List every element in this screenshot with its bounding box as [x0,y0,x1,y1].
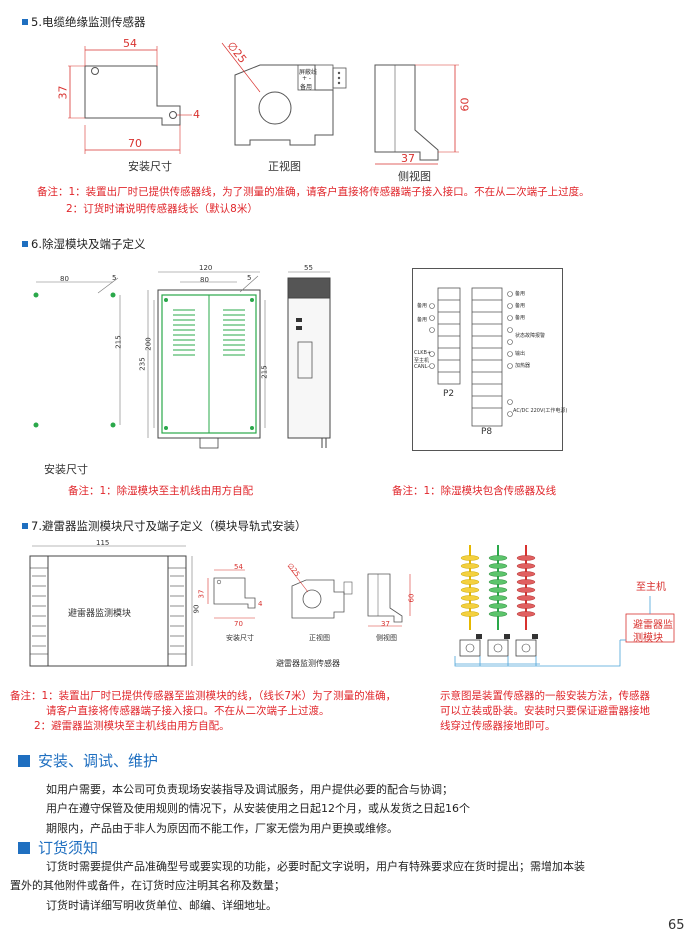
order-line-2: 置外的其他附件或备件，在订货时应注明其名称及数量； [10,879,285,892]
install-line-1: 如用户需要，本公司可负责现场安装指导及调试服务，用户提供必要的配合与协调； [46,783,453,796]
dim-80-install: 80 [60,275,69,283]
dim-115: 115 [96,539,110,547]
dim-5-install: 5 [112,274,117,282]
dim-200: 200 [144,337,153,351]
p8-label-1: 备用 [515,303,526,309]
terminal-shield-label: 屏蔽线 [299,69,318,76]
sensor-side-view-drawing [374,64,459,165]
p2-label-0: 备用 [417,303,428,309]
p2-label-1: 备用 [417,317,428,323]
arrester-module-drawing [29,545,193,667]
sec7-note-right-3: 线穿过传感器接地即可。 [440,720,556,732]
terminal-definition-diagram [412,268,563,451]
p8-label-2: 备用 [515,315,526,321]
dehumid-module-front-drawing [147,271,266,449]
heading-square-icon [18,755,30,767]
dim-120: 120 [199,264,213,272]
bullet-square-icon [22,19,28,25]
dim-5-module: 5 [247,274,252,282]
order-line-1: 订货时需要提供产品准确型号或要实现的功能，必要时配文字说明，用户有特殊要求应在货… [46,860,585,873]
sec7-dim-4: 4 [258,600,263,608]
dim-54: 54 [123,37,137,50]
module-box-label-2: 测模块 [633,633,663,644]
dim-55: 55 [304,264,313,272]
sec7-label-front: 正视图 [309,634,330,642]
dim-235: 235 [138,357,147,371]
install-heading: 安装、调试、维护 [18,750,158,771]
install-line-3: 期限内，产品由于非人为原因而不能工作，厂家无偿为用户更换或维修。 [46,822,398,835]
label-install-size: 安装尺寸 [128,160,172,173]
arrester-sensor-install-drawing [207,569,256,619]
p8-label-4: 输出 [515,351,526,357]
arrester-installation-schematic [454,545,675,667]
label-side-view: 侧视图 [398,170,431,183]
sec6-note-right: 备注：1：除湿模块包含传感器及线 [392,485,557,497]
order-heading: 订货须知 [18,837,98,858]
arrester-module-label: 避雷器监测模块 [68,609,132,619]
section-6-title: 6.除湿模块及端子定义 [22,236,145,252]
sec6-note-left: 备注：1：除湿模块至主机线由用方自配 [68,485,254,497]
section-5-title: 5.电缆绝缘监测传感器 [22,14,145,30]
p8-label: P8 [481,427,493,437]
sec7-note-right-2: 可以立装或卧装。安装时只要保证避雷器接地 [440,705,650,717]
sec7-label-install: 安装尺寸 [226,634,254,642]
label-front-view: 正视图 [268,160,301,173]
bullet-square-icon [22,241,28,247]
sec7-note-right-1: 示意图是装置传感器的一般安装方法，传感器 [440,690,650,702]
sec7-dim-37-side: 37 [381,620,390,628]
terminal-polarity-label: + - [302,75,312,82]
to-host-label: 至主机 [636,582,666,593]
sec7-note-left-2: 请客户直接将传感器端子接入接口。不在从二次端子上过渡。 [46,705,330,717]
sec5-note-2: 2：订货时请说明传感器线长（默认8米） [66,203,258,215]
sec7-note-left-3: 2：避雷器监测模块至主机线由用方自配。 [34,720,230,732]
arrester-sensor-side-drawing [367,573,411,627]
arrester-sensor-caption: 避雷器监测传感器 [276,659,340,668]
section-7-title: 7.避雷器监测模块尺寸及端子定义（模块导轨式安装） [22,518,306,534]
dim-215-install: 215 [114,335,123,349]
dim-215-module: 215 [260,365,269,379]
sec7-dim-37: 37 [197,589,206,599]
dehumid-install-drawing [33,277,121,428]
sec7-note-left-1: 备注：1：装置出厂时已提供传感器至监测模块的线，（线长7米）为了测量的准确， [10,690,397,702]
p8-label-5: 加热器 [515,363,531,369]
sensor-install-dimension-drawing [68,46,192,154]
dim-37: 37 [56,85,70,100]
p2-label: P2 [443,389,455,399]
p8-label-3: 状态故障报警 [515,333,546,339]
terminal-spare-label: 备用 [300,84,313,91]
page-number: 65 [668,918,685,933]
sec6-label-install: 安装尺寸 [44,463,88,476]
sec7-dim-54: 54 [234,563,243,571]
install-line-2: 用户在遵守保管及使用规则的情况下，从安装使用之日起12个月，或从发货之日起16个 [46,802,470,815]
p2-label-2: CLKB+ [414,350,432,356]
p8-label-6: AC/DC 220V(工作电源) [513,408,568,414]
heading-square-icon [18,842,30,854]
dim-80-module: 80 [200,276,209,284]
arrester-sensor-front-drawing [287,565,353,619]
bullet-square-icon [22,523,28,529]
module-box-label-1: 避雷器监 [633,620,673,631]
sec7-dim-60: 60 [407,593,416,603]
dim-4: 4 [193,108,200,121]
p8-label-0: 备用 [515,291,526,297]
sensor-front-view-drawing [221,42,347,146]
sec7-label-side: 侧视图 [376,634,397,642]
p2-label-4: CANL- [414,364,430,370]
dim-60: 60 [458,97,472,112]
dim-37-side: 37 [401,152,415,165]
p2-label-3: 至主机 [414,358,430,364]
dehumid-module-side-drawing [287,271,331,448]
sec5-note-1: 备注：1：装置出厂时已提供传感器线，为了测量的准确，请客户直接将传感器端子接入接… [37,186,590,198]
order-line-3: 订货时请详细写明收货单位、邮编、详细地址。 [46,899,277,912]
dim-70: 70 [128,137,142,150]
sec7-dim-70: 70 [234,620,243,628]
